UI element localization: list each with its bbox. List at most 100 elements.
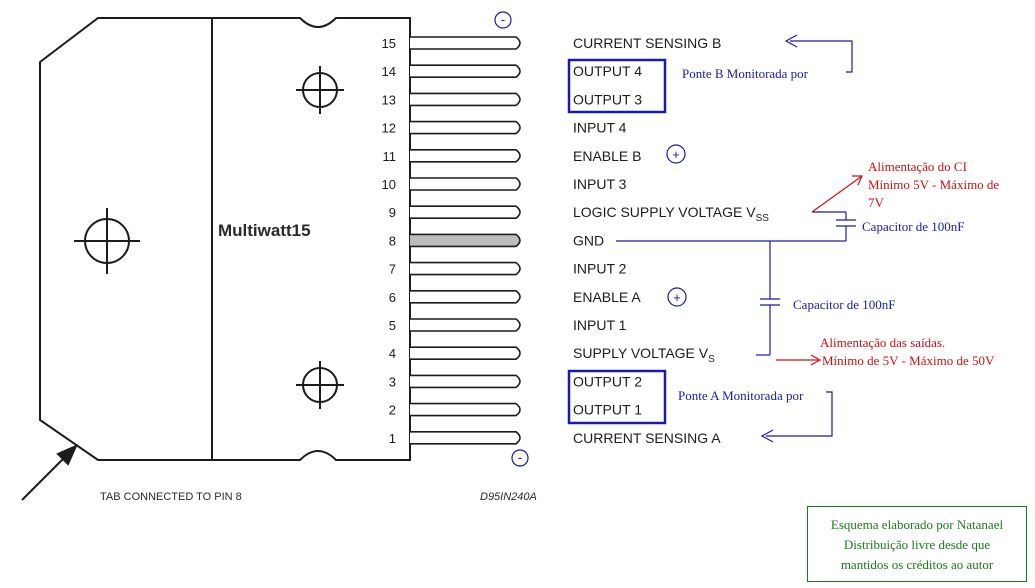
pin-number: 4 [389, 346, 396, 361]
output-supply-note-2: Mínimo de 5V - Máximo de 50V [822, 353, 995, 368]
pin-row: 12 INPUT 4 [382, 120, 627, 136]
plus-sign-icon: + [667, 287, 687, 307]
pin-number: 5 [389, 318, 396, 333]
mounting-hole-icon [296, 66, 344, 114]
minus-sign-icon: - [511, 449, 529, 467]
pin-lead [410, 149, 521, 163]
bridge-a-arrow [760, 391, 833, 443]
mounting-hole-icon [74, 208, 140, 274]
package-body [211, 17, 411, 461]
pin-label: ENABLE B [573, 148, 641, 164]
pin-number: 14 [382, 64, 396, 79]
pin-label: INPUT 2 [573, 261, 627, 277]
output-supply-note-1: Alimentação das saídas. [820, 335, 945, 350]
pin-label: CURRENT SENSING A [573, 430, 721, 446]
pin-row: 4 SUPPLY VOLTAGE VS [389, 345, 715, 365]
logic-supply-note-1: Alimentação do CI [868, 159, 967, 174]
pin-lead [410, 402, 521, 417]
pin-label-subscript: S [708, 354, 715, 365]
pin-number: 2 [389, 403, 396, 418]
pin-label: INPUT 3 [573, 176, 627, 192]
pin-row: 11 ENABLE B [383, 148, 642, 164]
pin-label: SUPPLY VOLTAGE VS [573, 345, 715, 365]
output-supply-arrow [776, 354, 822, 366]
credit-box: Esquema elaborado por Natanael Distribui… [807, 506, 1027, 582]
pin-label: ENABLE A [573, 289, 641, 305]
pin-label: OUTPUT 1 [573, 402, 642, 418]
bridge-b-box [567, 58, 667, 114]
pin-lead [410, 205, 521, 219]
pin-number: 8 [389, 233, 396, 248]
pin-lead [410, 431, 521, 445]
credit-line: Esquema elaborado por Natanael [830, 517, 1004, 532]
bridge-a-box [567, 369, 667, 425]
pin-lead [410, 374, 521, 389]
capacitor-1-label: Capacitor de 100nF [862, 219, 965, 234]
capacitor-2-label: Capacitor de 100nF [793, 297, 896, 312]
pin-lead [410, 261, 521, 276]
credit-line: mantidos os créditos ao autor [840, 557, 994, 572]
mounting-hole-icon [296, 361, 344, 409]
pin-label: LOGIC SUPPLY VOLTAGE VSS [573, 204, 769, 224]
pin-lead [410, 318, 521, 332]
pin-row: 5 INPUT 1 [389, 317, 627, 333]
pin-row: 9 LOGIC SUPPLY VOLTAGE VSS [389, 204, 769, 224]
package-tab [39, 17, 213, 461]
pin-lead [410, 64, 521, 78]
pin-number: 6 [389, 290, 396, 305]
pin-lead [410, 177, 521, 191]
pin-lead [410, 36, 521, 50]
svg-text:+: + [673, 290, 681, 305]
pin-row: 8 GND [389, 232, 604, 248]
pin-row: 3 OUTPUT 2 [389, 373, 642, 389]
bridge-b-arrow [784, 34, 853, 73]
tab-note: TAB CONNECTED TO PIN 8 [100, 491, 242, 503]
pin-label: INPUT 4 [573, 120, 627, 136]
pin-row: 6 ENABLE A [389, 289, 642, 305]
pin-number: 9 [389, 205, 396, 220]
pin-number: 3 [389, 374, 396, 389]
pin-label: GND [573, 232, 604, 248]
pin-lead [410, 290, 521, 304]
pin-number: 1 [389, 431, 396, 446]
pin-label-subscript: SS [756, 213, 770, 224]
pin-lead [410, 120, 521, 135]
pin-number: 15 [382, 36, 396, 51]
logic-supply-arrow [811, 175, 863, 213]
tab-arrow [21, 444, 78, 501]
bridge-a-note: Ponte A Monitorada por [678, 388, 804, 403]
pin-row: 2 OUTPUT 1 [389, 402, 642, 418]
pin-lead [410, 233, 521, 248]
pin-label: OUTPUT 3 [573, 91, 642, 107]
pin-number: 12 [382, 121, 396, 136]
pin-number: 7 [389, 262, 396, 277]
pin-row: 7 INPUT 2 [389, 261, 627, 277]
logic-supply-note-2: Mínimo 5V - Máximo de [868, 177, 999, 192]
pin-row: 15 CURRENT SENSING B [382, 35, 722, 51]
pin-label: OUTPUT 2 [573, 373, 642, 389]
logic-supply-note-3: 7V [868, 195, 885, 210]
pin-lead [410, 346, 521, 360]
wiring [616, 211, 856, 356]
pin-lead [410, 92, 521, 107]
pin-row: 1 CURRENT SENSING A [389, 430, 721, 446]
bridge-b-note: Ponte B Monitorada por [682, 66, 809, 81]
plus-sign-icon: + [666, 144, 686, 164]
pin-row: 13 OUTPUT 3 [382, 91, 643, 107]
pin-number: 13 [382, 92, 396, 107]
pin-label: CURRENT SENSING B [573, 35, 721, 51]
svg-text:-: - [518, 450, 522, 465]
pin-label: INPUT 1 [573, 317, 627, 333]
svg-text:+: + [672, 147, 680, 162]
pin-label: OUTPUT 4 [573, 63, 642, 79]
package-code: D95IN240A [480, 491, 537, 503]
pin-row: 14 OUTPUT 4 [382, 63, 643, 79]
credit-line: Distribuição livre desde que [843, 537, 991, 552]
pin-number: 11 [383, 149, 397, 164]
package-name: Multiwatt15 [218, 221, 311, 240]
minus-sign-icon: - [494, 11, 512, 29]
svg-text:-: - [501, 12, 505, 27]
